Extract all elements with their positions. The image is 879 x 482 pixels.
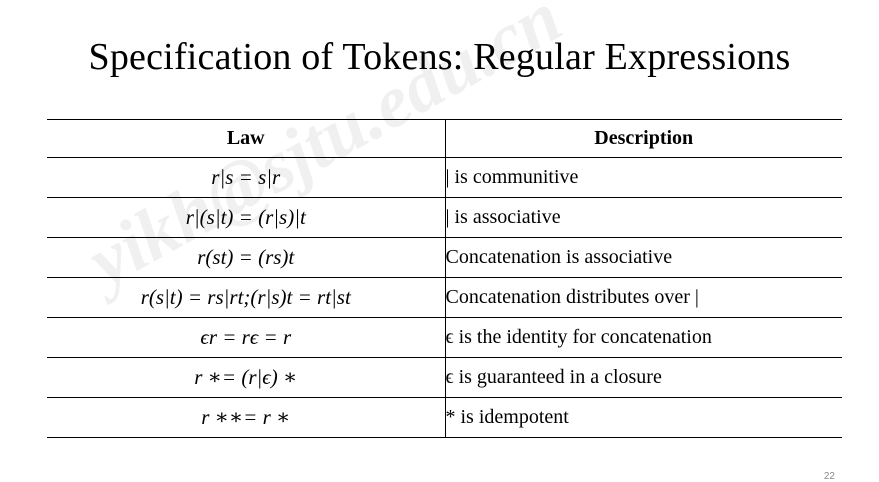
description-cell: ϵ is guaranteed in a closure: [445, 357, 842, 398]
description-cell: Concatenation distributes over |: [445, 277, 842, 318]
description-cell: * is idempotent: [445, 397, 842, 438]
table-row: r(s|t) = rs|rt;(r|s)t = rt|st Concatenat…: [47, 277, 842, 318]
description-cell: ϵ is the identity for concatenation: [445, 317, 842, 358]
law-cell: r ∗= (r|ϵ) ∗: [47, 357, 446, 398]
law-cell: r ∗∗= r ∗: [47, 397, 446, 438]
description-column-header: Description: [445, 119, 842, 158]
law-cell: r(s|t) = rs|rt;(r|s)t = rt|st: [47, 277, 446, 318]
description-cell: | is communitive: [445, 157, 842, 198]
description-cell: | is associative: [445, 197, 842, 238]
slide-title: Specification of Tokens: Regular Express…: [88, 36, 791, 78]
table-row: r(st) = (rs)t Concatenation is associati…: [47, 237, 842, 278]
laws-table: Law Description r|s = s|r | is communiti…: [47, 119, 842, 438]
table-header-row: Law Description: [47, 119, 842, 158]
description-cell: Concatenation is associative: [445, 237, 842, 278]
law-cell: ϵr = rϵ = r: [47, 317, 446, 358]
page-number: 22: [823, 471, 835, 482]
law-cell: r|s = s|r: [47, 157, 446, 198]
table-row: r ∗∗= r ∗ * is idempotent: [47, 397, 842, 438]
law-cell: r|(s|t) = (r|s)|t: [47, 197, 446, 238]
table-row: r|(s|t) = (r|s)|t | is associative: [47, 197, 842, 238]
table-row: ϵr = rϵ = r ϵ is the identity for concat…: [47, 317, 842, 358]
table-row: r|s = s|r | is communitive: [47, 157, 842, 198]
law-cell: r(st) = (rs)t: [47, 237, 446, 278]
law-column-header: Law: [47, 119, 446, 158]
table-row: r ∗= (r|ϵ) ∗ ϵ is guaranteed in a closur…: [47, 357, 842, 398]
